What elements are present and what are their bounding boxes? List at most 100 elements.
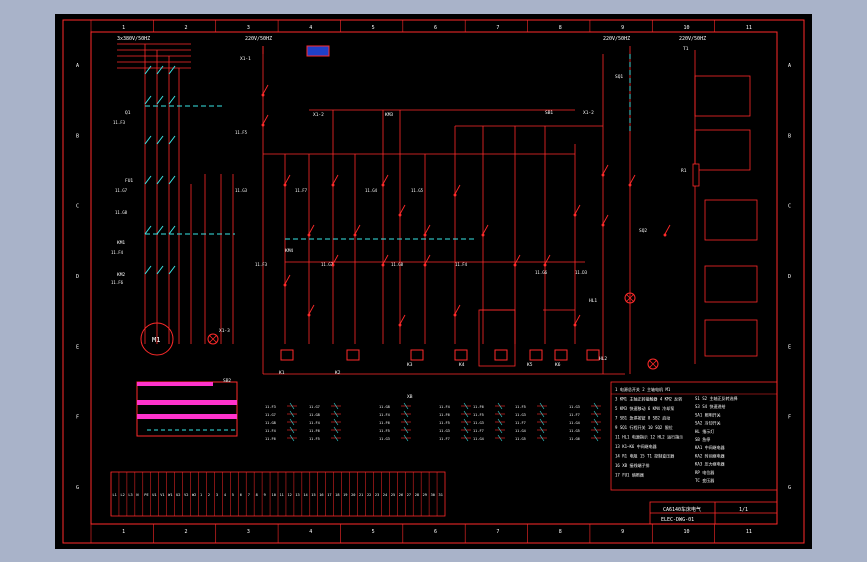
column-label: 5 [372,25,375,31]
column-label: 8 [559,529,562,535]
stack-ref: 11.F4 [309,421,320,425]
inner-frame [90,31,778,525]
stack-ref: 11.F6 [439,413,450,417]
row-label: B [788,133,791,139]
legend-row: 5 KM3 快速移动 6 KM4 冷却泵 [615,405,674,411]
terminal-label: 9 [264,493,266,497]
switch-blade [168,135,176,145]
legend-row: 13 K1–K6 中间继电器 [615,443,657,449]
stack-blade [463,402,469,410]
component-label: K5 [527,362,533,368]
switch-blade [168,175,176,185]
column-label: 9 [621,25,624,31]
stack-ref: 11.G7 [265,413,276,417]
component-label: K6 [555,362,561,368]
stack-blade [333,434,339,442]
stack-ref: 11.G3 [439,429,450,433]
stack-ref: 11.F4 [379,413,390,417]
contact [629,174,636,185]
row-label: C [788,204,791,210]
contact-node [601,173,605,177]
column-label: 7 [496,25,499,31]
terminal-label: L1 [113,493,117,497]
legend-row-right: SA1 照明开关 [695,411,721,417]
row-label: E [788,344,791,350]
stack-blade [593,426,599,434]
component-label: K1 [279,370,285,376]
contact-node [331,183,335,187]
contact-node [573,323,577,327]
stack-blade [497,402,503,410]
column-label: 8 [559,25,562,31]
coil [410,349,424,361]
column-label: 2 [185,529,188,535]
terminal-label: 13 [295,493,299,497]
contact-node [453,193,457,197]
coil [529,349,543,361]
row-label: B [76,133,79,139]
stack-blade [539,410,545,418]
contact-reference: 11.G3 [235,188,248,193]
stack-blade [289,426,295,434]
highlight-box [306,45,330,57]
contact [454,184,461,195]
terminal-label: 21 [359,493,363,497]
stack-blade [333,410,339,418]
terminal-label: W2 [192,493,196,497]
left-supply-label: 3x380V/50HZ [117,36,150,42]
stack-blade [593,402,599,410]
stack-ref: 11.F6 [265,437,276,441]
stack-ref: 11.G3 [379,437,390,441]
component-label: FU1 [125,178,133,184]
legend-row-right: S3 S4 快速进给 [695,403,725,409]
lamp-hl1 [624,292,636,304]
component-label: X1-2 [313,112,324,118]
row-label: A [788,63,791,69]
component-label: X1-3 [219,328,230,334]
coil [494,349,508,361]
stack-blade [497,410,503,418]
terminal-label: 28 [415,493,419,497]
contact-reference: 11.G7 [115,188,128,193]
row-label: A [76,63,79,69]
stack-blade [289,418,295,426]
stack-blade [497,434,503,442]
switch-blade [168,95,176,105]
right-supply-label-b: 220V/50HZ [679,36,706,42]
column-label: 4 [309,529,312,535]
lamp-hl2 [647,358,659,370]
stack-ref: 11.F4 [439,405,450,409]
switch-blade [156,65,164,75]
stack-ref: 11.G7 [309,405,320,409]
contact [332,174,339,185]
contact-node [573,213,577,217]
contact-reference: 11.F3 [255,262,268,267]
component-label: KM2 [117,272,125,278]
stack-blade [539,418,545,426]
coil [554,349,568,361]
power-switch-contacts [144,65,176,275]
switch-blade [156,265,164,275]
component-label: K2 [335,370,341,376]
contact-node [283,183,287,187]
contact [574,204,581,215]
component-label: X1-2 [583,110,594,116]
contact [284,274,291,285]
switch-blade [156,175,164,185]
stack-blade [289,434,295,442]
terminal-label: 1 [200,493,202,497]
contact-reference: 11.G6 [535,270,548,275]
stack-ref: 11.F7 [473,429,484,433]
contact-node [353,233,357,237]
contact [399,314,406,325]
contact-node [283,283,287,287]
stack-ref: 11.F5 [515,405,526,409]
terminal-label: 24 [383,493,387,497]
legend-row: 9 SQ1 行程开关 10 SQ2 限位 [615,424,673,430]
component-label: KM4 [285,248,293,254]
